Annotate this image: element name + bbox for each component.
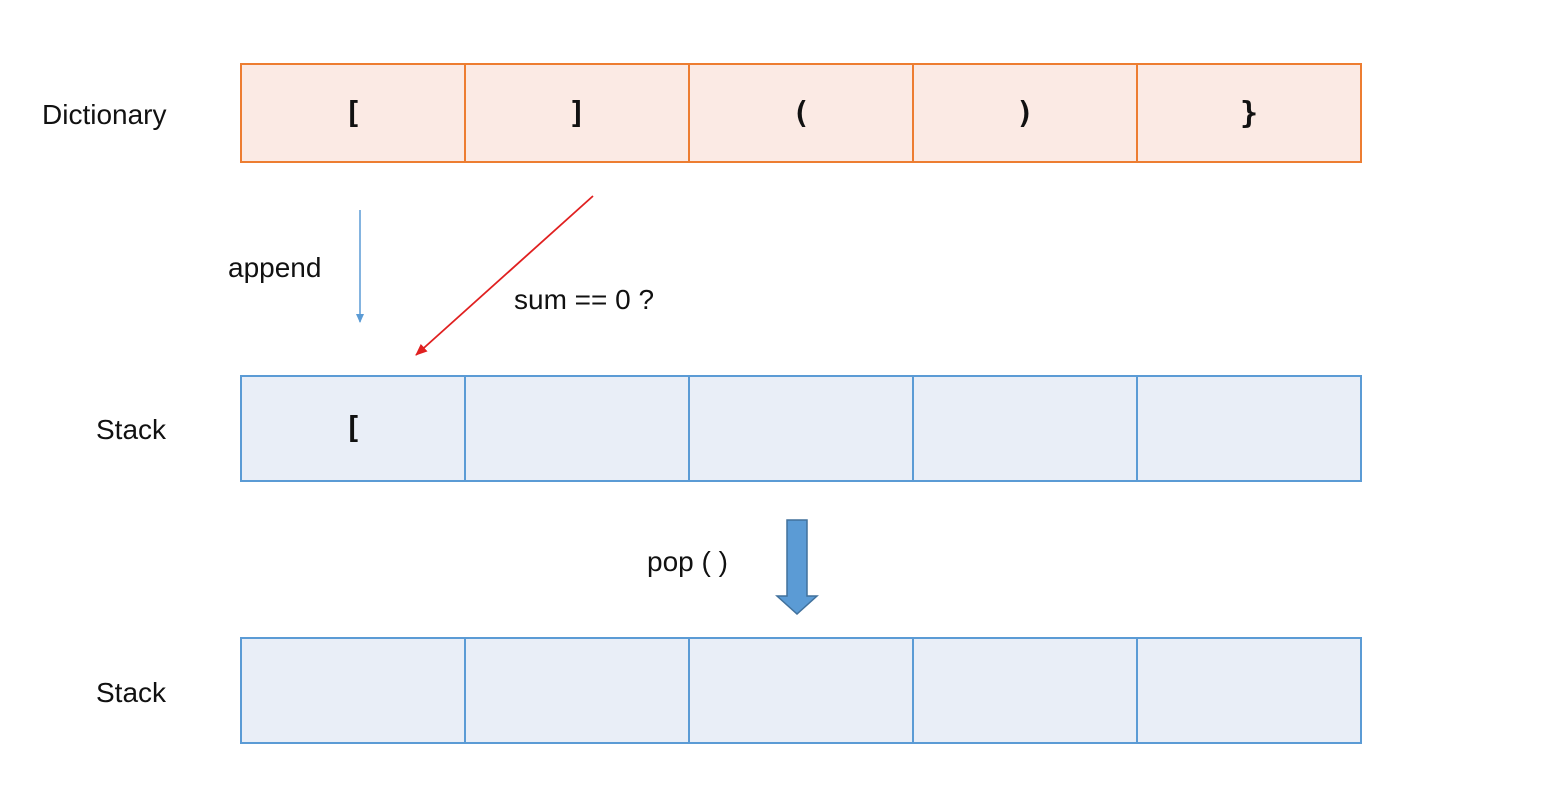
dictionary-cell: } xyxy=(1136,65,1360,161)
stack-cell xyxy=(688,639,912,742)
stack-cell xyxy=(688,377,912,480)
pop-arrow-icon xyxy=(775,519,819,616)
stack-label-bottom: Stack xyxy=(96,677,167,708)
stack-cell xyxy=(464,377,688,480)
append-label: append xyxy=(228,252,322,283)
stack-cell: [ xyxy=(343,411,363,446)
pop-label: pop ( ) xyxy=(647,546,728,577)
stack-cell xyxy=(912,639,1136,742)
stack-cell xyxy=(912,377,1136,480)
check-label: sum == 0 ? xyxy=(514,284,655,315)
dictionary-row: [ ] ( ) } xyxy=(240,63,1362,163)
stack-label-top: Stack xyxy=(96,414,167,445)
stack-row-after-pop xyxy=(240,637,1362,744)
dictionary-label: Dictionary xyxy=(42,99,167,130)
stack-cell xyxy=(1136,377,1360,480)
dictionary-cell: ] xyxy=(464,65,688,161)
dictionary-cell: [ xyxy=(343,95,363,131)
stack-cell xyxy=(1136,639,1360,742)
stack-row-before-pop: [ xyxy=(240,375,1362,482)
dictionary-cell: ) xyxy=(912,65,1136,161)
dictionary-cell: ( xyxy=(688,65,912,161)
stack-cell xyxy=(464,639,688,742)
check-arrow-icon xyxy=(415,195,594,356)
